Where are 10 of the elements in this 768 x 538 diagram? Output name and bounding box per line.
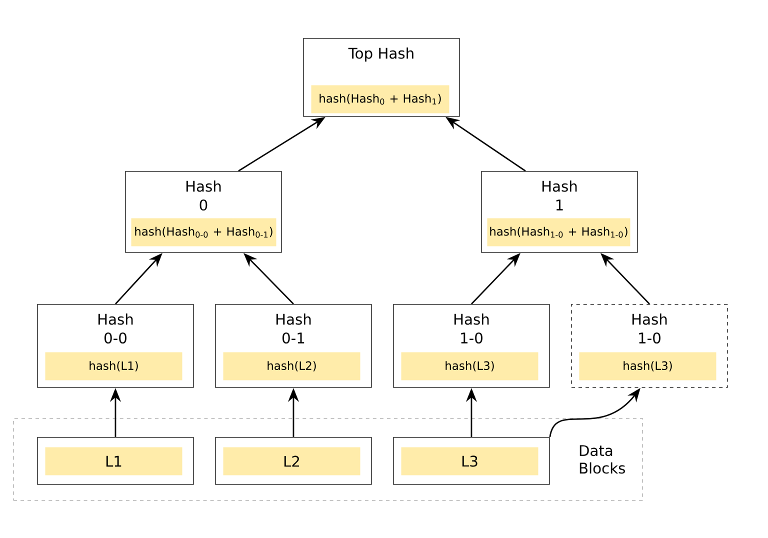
highlight-bar: L3 [401, 447, 538, 476]
highlight-bar: L1 [45, 447, 182, 476]
highlight-bar: hash(Hash$_{0}$ + Hash$_{1}$) [311, 85, 450, 114]
highlight-bar: hash(L1) [45, 352, 182, 380]
highlight-bar: hash(L3) [579, 352, 716, 380]
highlight-bar: hash(Hash$_{1-0}$ + Hash$_{1-0}$) [487, 218, 630, 246]
highlight-bar: hash(L3) [401, 352, 538, 380]
highlight-bar: hash(L2) [223, 352, 360, 380]
highlight-bar: hash(Hash$_{0-0}$ + Hash$_{0-1}$) [131, 218, 276, 246]
highlight-bar: L2 [223, 447, 360, 476]
